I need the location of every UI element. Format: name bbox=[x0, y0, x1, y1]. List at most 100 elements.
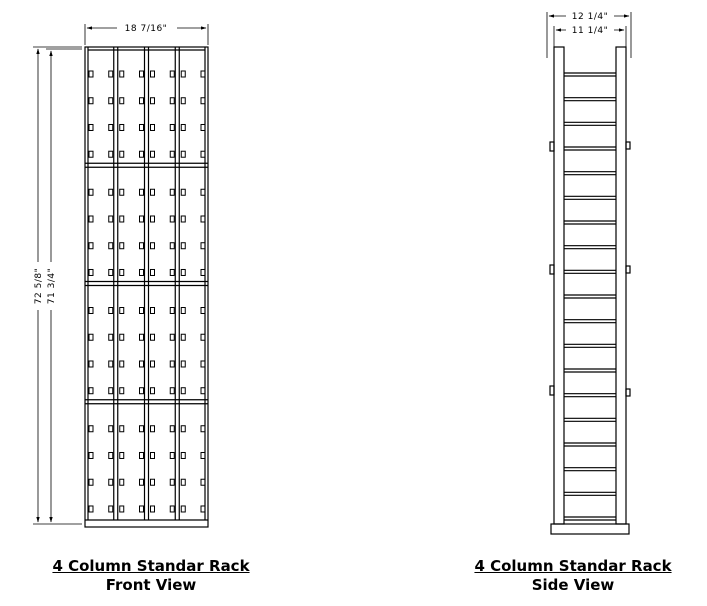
front-peg bbox=[180, 268, 186, 276]
front-view bbox=[33, 24, 209, 528]
side-outer-label-bg bbox=[566, 9, 614, 21]
front-peg bbox=[119, 70, 125, 78]
front-peg bbox=[88, 268, 94, 276]
side-clip bbox=[625, 141, 631, 150]
front-peg bbox=[180, 360, 186, 368]
front-inner-height-label-bg bbox=[46, 262, 56, 310]
front-peg bbox=[180, 123, 186, 131]
front-peg bbox=[150, 478, 155, 486]
front-peg bbox=[139, 478, 144, 486]
front-peg bbox=[88, 70, 94, 78]
front-peg bbox=[108, 505, 114, 513]
front-peg bbox=[180, 215, 186, 223]
front-peg bbox=[200, 478, 206, 486]
front-peg bbox=[169, 387, 175, 395]
front-peg bbox=[88, 307, 94, 314]
side-caption-title: 4 Column Standar Rack bbox=[474, 557, 672, 575]
front-peg bbox=[119, 425, 125, 433]
front-peg bbox=[180, 307, 186, 314]
front-column-dividers bbox=[87, 47, 206, 520]
front-peg bbox=[150, 387, 155, 395]
front-peg bbox=[200, 333, 206, 341]
front-peg bbox=[119, 505, 125, 513]
front-peg bbox=[169, 188, 175, 196]
front-peg bbox=[180, 150, 186, 158]
front-peg bbox=[88, 387, 94, 395]
front-peg bbox=[169, 333, 175, 341]
front-bottle-pegs bbox=[88, 70, 206, 513]
front-peg bbox=[180, 387, 186, 395]
front-peg bbox=[119, 387, 125, 395]
front-outer-frame bbox=[84, 46, 209, 528]
front-peg bbox=[139, 425, 144, 433]
front-peg bbox=[139, 451, 144, 459]
front-peg bbox=[169, 425, 175, 433]
front-width-label-text: 18 7/16" bbox=[125, 24, 168, 34]
front-peg bbox=[108, 425, 114, 433]
front-peg bbox=[200, 188, 206, 196]
front-peg bbox=[150, 333, 155, 341]
front-peg bbox=[119, 451, 125, 459]
front-peg bbox=[119, 188, 125, 196]
front-peg bbox=[139, 333, 144, 341]
front-peg bbox=[169, 97, 175, 105]
front-peg bbox=[119, 268, 125, 276]
front-peg bbox=[169, 478, 175, 486]
front-peg bbox=[88, 333, 94, 341]
front-peg bbox=[150, 425, 155, 433]
front-peg bbox=[169, 307, 175, 314]
front-peg bbox=[108, 360, 114, 368]
front-peg bbox=[139, 188, 144, 196]
side-view-caption: 4 Column Standar Rack Side View bbox=[442, 557, 704, 595]
front-peg bbox=[200, 123, 206, 131]
front-caption-title: 4 Column Standar Rack bbox=[52, 557, 250, 575]
front-peg bbox=[180, 333, 186, 341]
front-peg bbox=[200, 150, 206, 158]
front-peg bbox=[200, 387, 206, 395]
front-peg bbox=[88, 150, 94, 158]
front-outer-height-label: 72 5/8" bbox=[34, 268, 44, 304]
front-peg bbox=[119, 242, 125, 250]
side-outer-width-label: 12 1/4" bbox=[572, 12, 608, 22]
front-peg bbox=[88, 360, 94, 368]
front-peg bbox=[200, 70, 206, 78]
front-width-label-bg bbox=[117, 22, 177, 34]
side-clip bbox=[625, 265, 631, 274]
front-peg bbox=[108, 268, 114, 276]
front-peg bbox=[150, 70, 155, 78]
front-peg bbox=[200, 505, 206, 513]
front-peg bbox=[139, 215, 144, 223]
front-peg bbox=[180, 505, 186, 513]
front-peg bbox=[88, 425, 94, 433]
side-inner-width-label: 11 1/4" bbox=[572, 26, 608, 36]
front-peg bbox=[139, 505, 144, 513]
front-peg bbox=[200, 268, 206, 276]
front-section-rails bbox=[85, 49, 208, 405]
front-peg bbox=[139, 123, 144, 131]
front-peg bbox=[119, 215, 125, 223]
side-clip bbox=[549, 385, 555, 396]
front-peg bbox=[150, 123, 155, 131]
front-peg bbox=[88, 97, 94, 105]
front-peg bbox=[180, 478, 186, 486]
front-peg bbox=[108, 242, 114, 250]
front-peg bbox=[150, 215, 155, 223]
front-peg bbox=[180, 188, 186, 196]
front-peg bbox=[200, 242, 206, 250]
front-inner-height-label: 71 3/4" bbox=[47, 268, 57, 304]
front-peg bbox=[180, 451, 186, 459]
front-peg bbox=[108, 307, 114, 314]
side-base bbox=[550, 523, 630, 535]
front-peg bbox=[150, 150, 155, 158]
front-peg bbox=[169, 451, 175, 459]
front-peg bbox=[139, 70, 144, 78]
front-peg bbox=[139, 150, 144, 158]
side-view bbox=[546, 12, 632, 535]
front-peg bbox=[119, 307, 125, 314]
front-peg bbox=[108, 188, 114, 196]
front-peg bbox=[88, 478, 94, 486]
front-peg bbox=[180, 97, 186, 105]
front-peg bbox=[180, 70, 186, 78]
side-rear-upright bbox=[615, 46, 627, 525]
